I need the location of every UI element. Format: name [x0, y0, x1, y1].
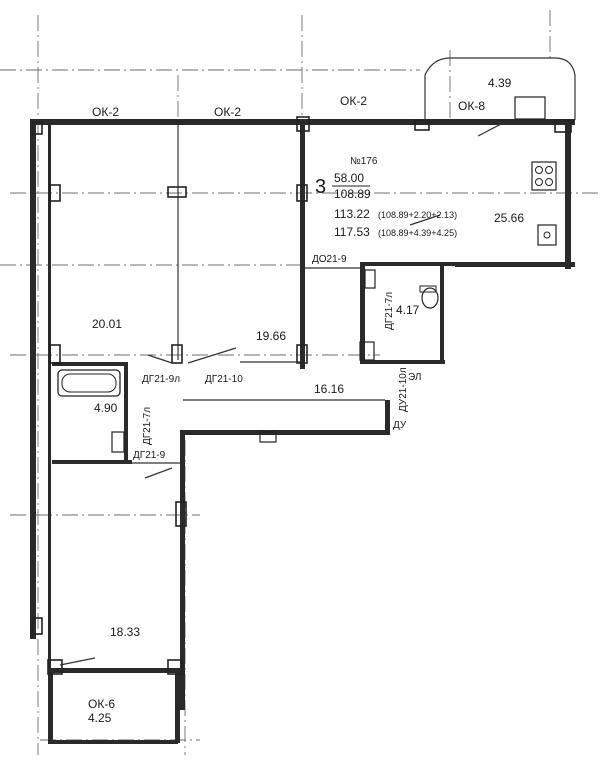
balcony-vent — [514, 96, 546, 120]
door-du-label: ДУ — [393, 420, 407, 431]
apartment-rooms: 3 — [315, 176, 326, 198]
room-area-hall: 16.16 — [314, 382, 344, 396]
door-7l-bath-label: ДГ21-7л — [142, 407, 153, 445]
wc-shaft-icon — [359, 341, 375, 361]
door-du-10l-label: ДУ21-10л — [398, 367, 409, 412]
window-ok2-b: ОК-2 — [214, 105, 241, 119]
room-area-kitchen: 25.66 — [494, 211, 524, 225]
room-area-sw: 18.33 — [110, 625, 140, 639]
walls — [30, 119, 575, 744]
room-area-loggia: 4.25 — [88, 711, 112, 725]
apartment-summary: №176 3 58.00 108.89 113.22 (108.89+2.20+… — [315, 156, 457, 239]
apartment-area-total: 108.89 — [334, 187, 371, 201]
room-area-bathroom: 4.90 — [94, 401, 118, 415]
apartment-formula-2: (108.89+4.39+4.25) — [378, 228, 457, 238]
room-area-balcony: 4.39 — [488, 76, 512, 90]
door-9-label: ДГ21-9 — [133, 450, 166, 461]
window-ok2-a: ОК-2 — [92, 105, 119, 119]
stove-icon — [531, 161, 557, 191]
corridor-panel-icon — [259, 431, 277, 443]
bathtub-icon — [57, 369, 121, 397]
el-panel-label: ЭЛ — [408, 372, 421, 383]
apartment-area-living: 58.00 — [334, 171, 364, 185]
apartment-area-2: 117.53 — [334, 225, 370, 239]
door-entry-label: ДО21-9 — [312, 254, 347, 265]
room-area-nw: 20.01 — [92, 317, 122, 331]
partitions — [52, 125, 385, 464]
apartment-number: №176 — [350, 156, 378, 167]
apartment-formula-1: (108.89+2.20+2.13) — [378, 210, 457, 220]
door-10-label: ДГ21-10 — [205, 374, 243, 385]
balcony-outline — [424, 57, 576, 120]
toilet-icon — [419, 285, 439, 309]
door-swings — [59, 121, 506, 666]
room-area-wc: 4.17 — [396, 303, 420, 317]
window-ok8: ОК-8 — [458, 99, 485, 113]
wc-sink-icon — [364, 269, 376, 289]
window-ok2-c: ОК-2 — [340, 94, 367, 108]
room-area-center: 19.66 — [256, 329, 286, 343]
sink-icon — [537, 224, 557, 246]
bath-sink-icon — [111, 431, 125, 453]
window-ok6: ОК-6 — [88, 697, 115, 711]
apartment-area-1: 113.22 — [334, 207, 370, 221]
door-9l-label: ДГ21-9л — [142, 374, 180, 385]
columns — [31, 116, 572, 675]
door-7l-wc-label: ДГ21-7л — [384, 292, 395, 330]
